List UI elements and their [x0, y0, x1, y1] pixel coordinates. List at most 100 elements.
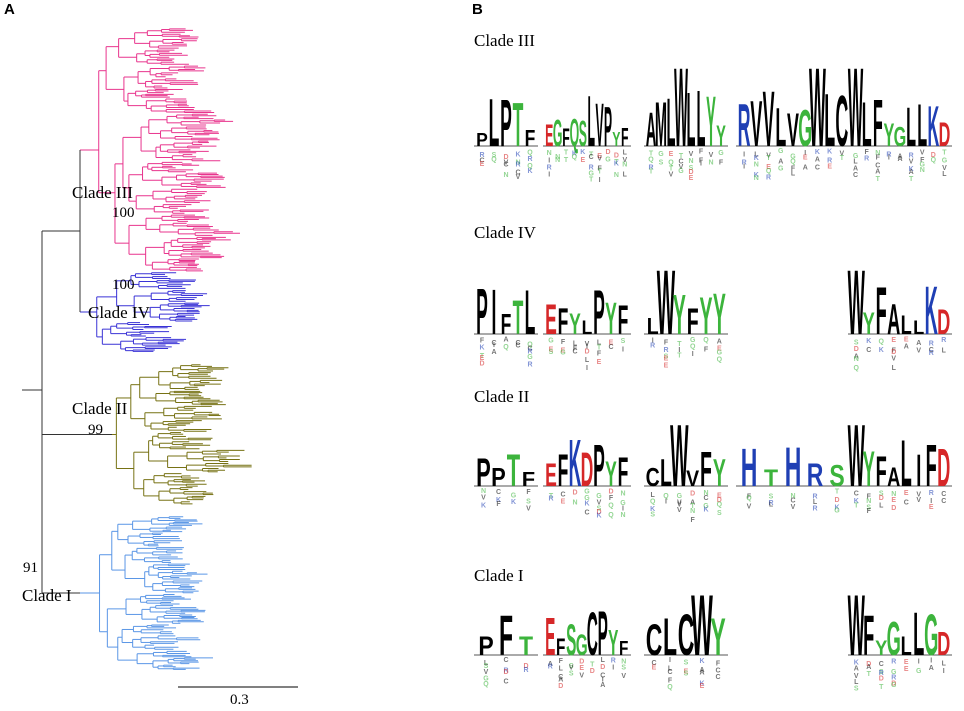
- support-value-clade-ii: 99: [88, 422, 103, 438]
- logo-residue: F: [873, 87, 883, 161]
- logo-residue: S: [566, 616, 576, 665]
- logo-depleted-residue: V: [597, 156, 602, 163]
- logo-depleted-residue: Q: [931, 157, 937, 164]
- logo-depleted-residue: Q: [663, 493, 669, 500]
- logo-depleted-residue: V: [569, 664, 574, 671]
- logo-depleted-residue: E: [652, 664, 657, 671]
- logo-depleted-residue: E: [904, 666, 909, 673]
- logo-depleted-residue: D: [717, 497, 722, 504]
- logo-residue: Y: [673, 283, 686, 346]
- logo-depleted-residue: S: [854, 685, 859, 692]
- logo-depleted-residue: Q: [790, 159, 796, 166]
- logo-depleted-residue: L: [623, 172, 628, 179]
- logo-depleted-residue: V: [579, 673, 584, 680]
- logo-residue: V: [750, 89, 762, 161]
- logo-depleted-residue: S: [650, 512, 655, 519]
- tree-label-clade-iii: Clade III: [72, 183, 133, 202]
- logo-depleted-residue: I: [804, 150, 806, 157]
- logo-depleted-residue: E: [580, 157, 585, 164]
- logo-depleted-residue: C: [527, 345, 532, 352]
- logo-residue: P: [476, 450, 491, 495]
- logo-depleted-residue: K: [584, 500, 589, 507]
- logo-depleted-residue: R: [547, 164, 552, 171]
- logo-depleted-residue: K: [580, 149, 585, 156]
- logo-depleted-residue: G: [778, 165, 784, 172]
- logo-depleted-residue: K: [854, 498, 859, 505]
- logo-depleted-residue: A: [491, 349, 496, 356]
- logo-depleted-residue: T: [614, 159, 619, 166]
- logo-depleted-residue: V: [854, 673, 859, 680]
- logo-residue: G: [924, 604, 938, 669]
- logo-depleted-residue: K: [699, 680, 704, 687]
- logo-depleted-residue: I: [930, 657, 932, 664]
- logo-depleted-residue: S: [879, 669, 884, 676]
- support-value-clade-i: 91: [23, 560, 38, 576]
- logo-depleted-residue: G: [677, 493, 683, 500]
- logo-residue: Y: [716, 119, 726, 152]
- logo-depleted-residue: G: [527, 354, 533, 361]
- logo-depleted-residue: F: [664, 339, 669, 346]
- logo-depleted-residue: L: [601, 657, 606, 664]
- logo-depleted-residue: R: [548, 495, 553, 502]
- logo-depleted-residue: Q: [483, 681, 489, 688]
- logo-depleted-residue: L: [651, 492, 656, 499]
- logo-depleted-residue: R: [523, 667, 528, 674]
- logo-depleted-residue: F: [597, 351, 602, 358]
- logo-residue: Y: [713, 283, 726, 347]
- logo-depleted-residue: D: [605, 149, 610, 156]
- logo-depleted-residue: F: [699, 149, 704, 156]
- logo-residue: L: [906, 96, 916, 158]
- logo-depleted-residue: A: [854, 354, 859, 361]
- logo-depleted-residue: I: [548, 172, 550, 179]
- logo-residue: E: [545, 607, 555, 667]
- logo-depleted-residue: E: [561, 498, 566, 505]
- logo-depleted-residue: Q: [879, 339, 885, 346]
- logo-depleted-residue: D: [879, 495, 884, 502]
- logo-depleted-residue: N: [621, 658, 626, 665]
- logo-depleted-residue: D: [690, 491, 695, 498]
- logo-depleted-residue: V: [920, 149, 925, 156]
- logo-residue: V: [763, 76, 775, 164]
- logo-depleted-residue: F: [791, 165, 796, 172]
- logo-depleted-residue: E: [480, 161, 485, 168]
- logo-depleted-residue: D: [503, 669, 508, 676]
- logo-depleted-residue: I: [743, 163, 745, 170]
- logo-depleted-residue: I: [548, 157, 550, 164]
- logo-depleted-residue: V: [891, 355, 896, 362]
- logo-depleted-residue: V: [621, 673, 626, 680]
- logo-depleted-residue: E: [717, 492, 722, 499]
- logo-depleted-residue: R: [589, 165, 594, 172]
- logo-residue: C: [646, 462, 660, 491]
- tree-label-clade-i: Clade I: [22, 586, 72, 605]
- logo-depleted-residue: N: [690, 508, 695, 515]
- logo-depleted-residue: G: [588, 171, 594, 178]
- logo-residue: T: [764, 465, 778, 491]
- logo-depleted-residue: C: [875, 163, 880, 170]
- logo-depleted-residue: R: [515, 161, 520, 168]
- logo-residue: F: [501, 309, 512, 342]
- logo-depleted-residue: C: [515, 343, 520, 350]
- logo-depleted-residue: K: [703, 506, 708, 513]
- logo-depleted-residue: A: [875, 168, 880, 175]
- logo-depleted-residue: E: [669, 151, 674, 158]
- logo-depleted-residue: D: [600, 664, 605, 671]
- logo-depleted-residue: R: [886, 152, 891, 159]
- logo-depleted-residue: T: [480, 353, 485, 360]
- logo-depleted-residue: S: [484, 663, 489, 670]
- logo-depleted-residue: E: [609, 340, 614, 347]
- logo-depleted-residue: N: [703, 490, 708, 497]
- logo-depleted-residue: N: [920, 167, 925, 174]
- logo-depleted-residue: R: [650, 343, 655, 350]
- logo-depleted-residue: V: [791, 504, 796, 511]
- logo-depleted-residue: C: [515, 340, 520, 347]
- logo-depleted-residue: N: [688, 158, 693, 165]
- logo-depleted-residue: D: [572, 490, 577, 497]
- logo-depleted-residue: T: [876, 176, 881, 183]
- panel-a-letter: A: [4, 1, 15, 18]
- logo-depleted-residue: F: [876, 154, 881, 161]
- logo-depleted-residue: C: [572, 348, 577, 355]
- logo-depleted-residue: I: [586, 365, 588, 372]
- logo-residue: L: [697, 75, 706, 164]
- logo-residue: W: [848, 252, 865, 355]
- logo-depleted-residue: T: [879, 684, 884, 691]
